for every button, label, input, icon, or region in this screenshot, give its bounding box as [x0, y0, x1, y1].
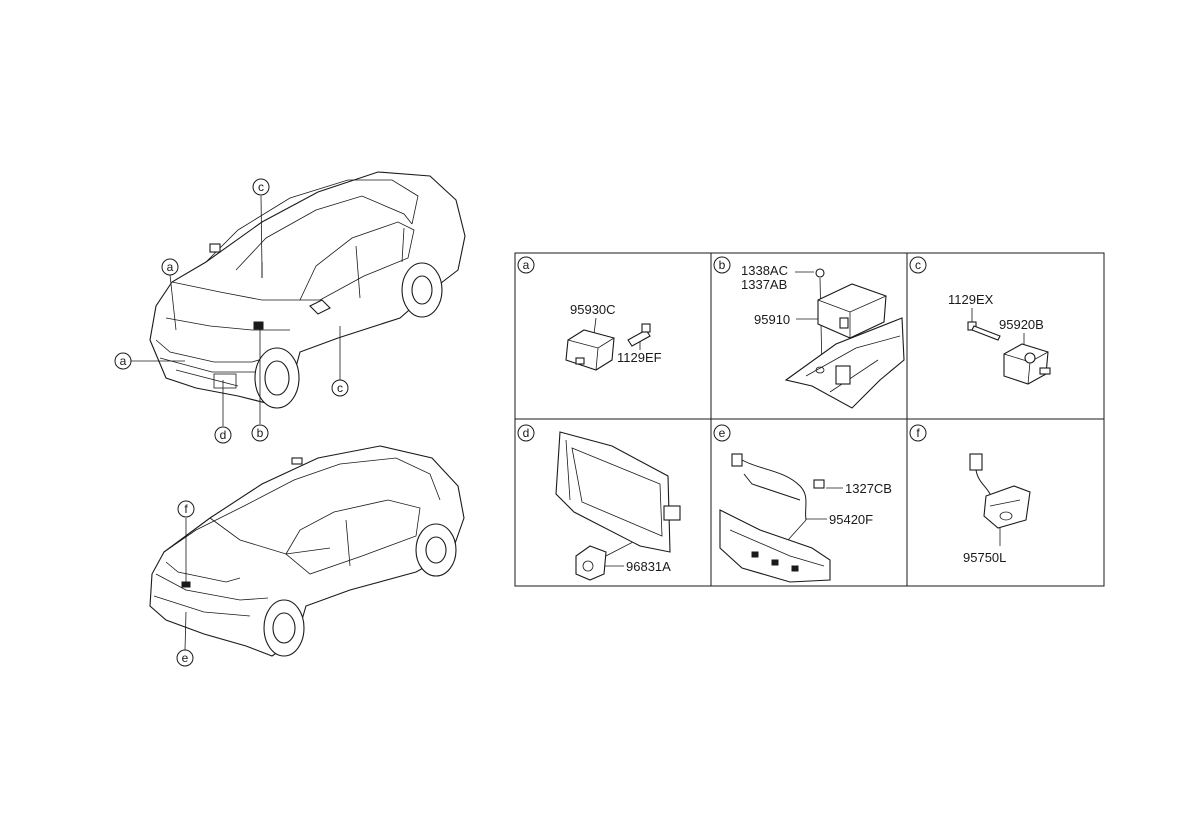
svg-text:a: a [120, 354, 127, 368]
rear-callout-leaders [184, 518, 187, 651]
svg-text:f: f [184, 502, 188, 516]
crash-sensor-part [565, 329, 615, 371]
panel-d: d 96831A [517, 424, 681, 581]
part-number-96831A: 96831A [626, 559, 671, 574]
part-number-95750L: 95750L [963, 550, 1006, 565]
part-number-95920B: 95920B [999, 317, 1044, 332]
panel-b: b 1338AC 1337AB 95910 [713, 256, 905, 409]
callout-c-side: c [331, 379, 349, 397]
part-number-95930C: 95930C [570, 302, 616, 317]
svg-text:a: a [523, 258, 530, 272]
part-number-95910: 95910 [754, 312, 790, 327]
rear-car-illustration [149, 445, 465, 657]
svg-text:d: d [220, 428, 227, 442]
svg-text:c: c [337, 381, 343, 395]
panel-b-letter: b [713, 256, 731, 274]
panel-d-letter: d [517, 424, 535, 442]
svg-text:e: e [719, 426, 726, 440]
svg-text:e: e [182, 651, 189, 665]
svg-text:c: c [258, 180, 264, 194]
panel-f-letter: f [909, 424, 927, 442]
part-number-1129EF: 1129EF [617, 350, 662, 365]
callout-f: f [177, 500, 195, 518]
radiator-carrier-part [555, 431, 681, 553]
callout-a-upper: a [161, 258, 179, 276]
part-number-1129EX: 1129EX [948, 292, 994, 307]
svg-text:d: d [523, 426, 530, 440]
rear-camera-part [969, 453, 1031, 529]
panel-a: a 95930C 1129EF [517, 256, 662, 371]
part-number-1337AB: 1337AB [741, 277, 787, 292]
front-impact-sensor-part [575, 545, 607, 581]
svg-text:a: a [167, 260, 174, 274]
nut-icon [815, 268, 825, 278]
panel-e: e 1327CB 95420F [713, 424, 892, 583]
panel-a-letter: a [517, 256, 535, 274]
callout-c-roof: c [252, 178, 270, 196]
parts-grid [514, 252, 1105, 587]
part-number-1327CB: 1327CB [845, 481, 892, 496]
svg-text:b: b [719, 258, 726, 272]
svg-text:c: c [915, 258, 921, 272]
floor-panel-part [784, 317, 905, 409]
callout-e: e [176, 649, 194, 667]
callout-a-left: a [114, 352, 132, 370]
bolt-part-1129EF [627, 323, 651, 347]
front-callout-leaders [131, 195, 341, 426]
callout-b: b [251, 424, 269, 442]
panel-f: f 95750L [909, 424, 1031, 565]
airbag-control-module-part [817, 283, 887, 339]
svg-text:b: b [257, 426, 264, 440]
rear-bumper-bracket-part [719, 509, 831, 583]
panel-e-letter: e [713, 424, 731, 442]
part-number-95420F: 95420F [829, 512, 873, 527]
panel-c-letter: c [909, 256, 927, 274]
svg-text:f: f [916, 426, 920, 440]
panel-c: c 1129EX 95920B [909, 256, 1051, 385]
side-sensor-part [1003, 343, 1051, 385]
part-number-1338AC: 1338AC [741, 263, 788, 278]
callout-d: d [214, 426, 232, 444]
front-car-illustration [149, 171, 466, 409]
bolt-part-1129EX [967, 321, 1001, 341]
